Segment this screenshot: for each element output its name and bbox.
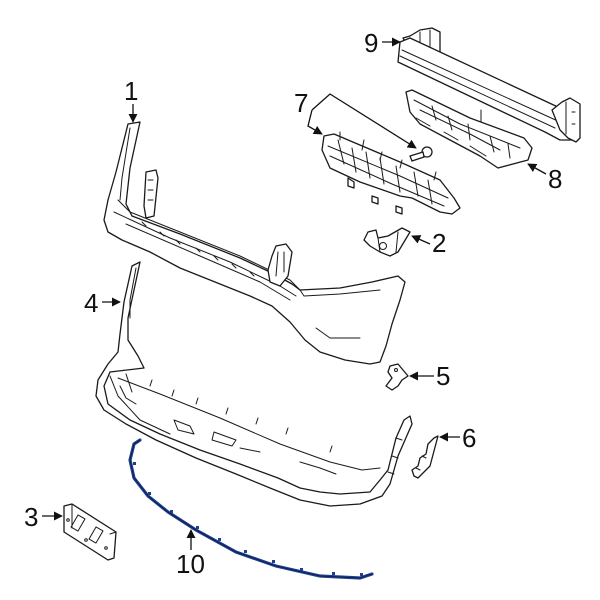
part-8-energy-absorber[interactable] bbox=[405, 89, 533, 169]
callout-8: 8 bbox=[527, 163, 562, 194]
part-3-license-bracket[interactable] bbox=[63, 503, 117, 561]
callout-label-4: 4 bbox=[84, 288, 98, 318]
part-4-lower-bumper-cover[interactable] bbox=[95, 261, 413, 507]
callout-label-9: 9 bbox=[364, 28, 378, 58]
callout-label-10: 10 bbox=[176, 549, 205, 579]
part-6-side-bracket[interactable] bbox=[411, 435, 439, 479]
part-5-clip[interactable] bbox=[385, 363, 409, 391]
part-9-reinforcement-beam[interactable] bbox=[397, 27, 581, 143]
callout-9: 9 bbox=[364, 28, 401, 58]
callout-label-1: 1 bbox=[124, 76, 138, 106]
callout-1: 1 bbox=[124, 76, 138, 123]
callout-3: 3 bbox=[24, 502, 63, 532]
callout-label-8: 8 bbox=[548, 164, 562, 194]
callout-5: 5 bbox=[409, 361, 450, 391]
callout-label-6: 6 bbox=[462, 423, 476, 453]
callout-7: 7 bbox=[294, 88, 417, 149]
part-7-fastener[interactable] bbox=[409, 146, 433, 162]
part-2-bracket[interactable] bbox=[363, 227, 411, 257]
callout-label-3: 3 bbox=[24, 502, 38, 532]
callout-4: 4 bbox=[84, 288, 121, 318]
callout-6: 6 bbox=[439, 423, 476, 453]
part-7-grille[interactable] bbox=[321, 131, 461, 215]
callout-label-5: 5 bbox=[436, 361, 450, 391]
callout-10: 10 bbox=[176, 529, 205, 579]
callout-2: 2 bbox=[411, 228, 446, 258]
part-1-upper-bumper-cover[interactable] bbox=[103, 121, 406, 365]
part-10-lower-molding[interactable] bbox=[128, 438, 374, 580]
callout-label-7: 7 bbox=[294, 88, 308, 118]
callout-label-2: 2 bbox=[432, 228, 446, 258]
